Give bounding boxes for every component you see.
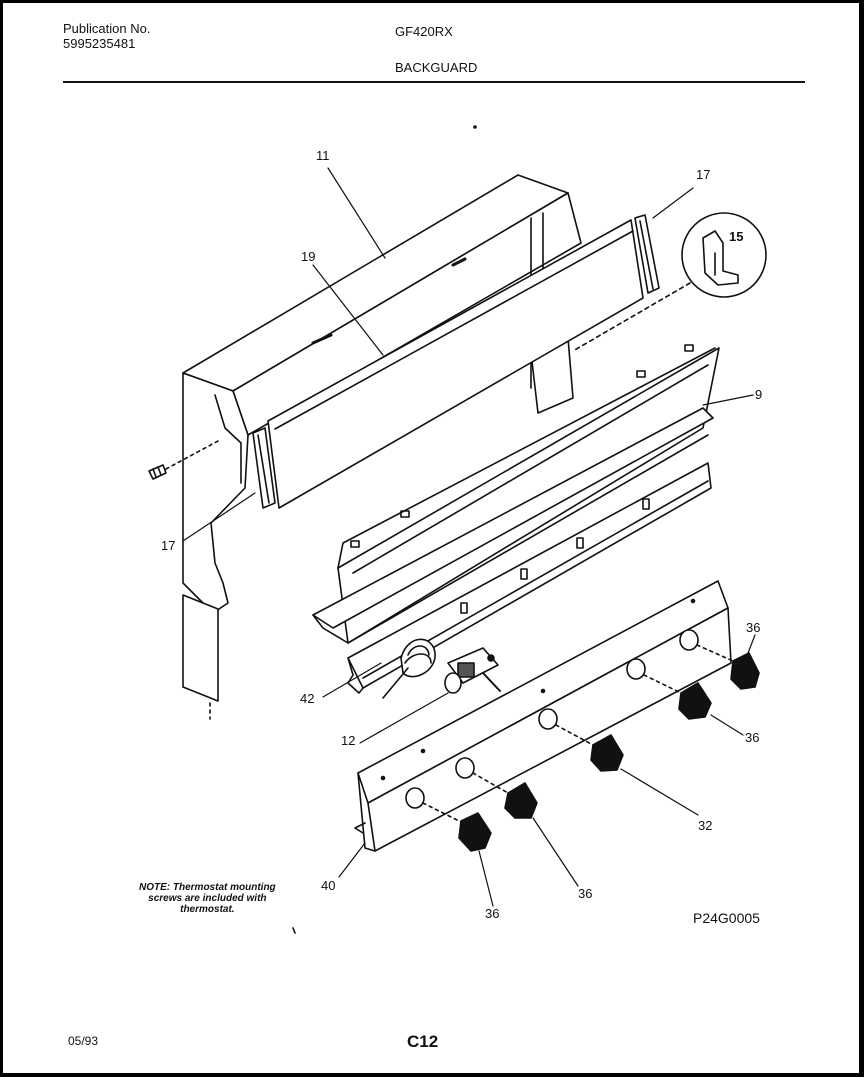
callout-17-left: 17 — [161, 538, 176, 553]
callout-42: 42 — [300, 691, 315, 706]
figure-code: P24G0005 — [693, 910, 760, 926]
knob-4 — [643, 674, 712, 720]
callout-36-a: 36 — [746, 620, 761, 635]
front-control-panel — [354, 580, 732, 852]
callout-40: 40 — [321, 878, 336, 893]
stray-mark — [292, 927, 296, 934]
callout-17-top: 17 — [696, 167, 711, 182]
clip-detail — [572, 212, 767, 352]
knob-3 — [555, 724, 624, 772]
knob-2 — [472, 772, 538, 819]
callout-11: 11 — [316, 148, 330, 163]
glass-panel — [252, 219, 644, 509]
revision-date: 05/93 — [68, 1034, 99, 1048]
stray-dot — [473, 125, 477, 129]
callout-32: 32 — [698, 818, 713, 833]
header-rule — [63, 81, 805, 83]
callout-15: 15 — [729, 229, 744, 244]
leader-lines — [182, 167, 756, 907]
knob-5 — [696, 644, 760, 690]
callout-19: 19 — [301, 249, 316, 264]
section-title: BACKGUARD — [395, 60, 478, 75]
publication-number: 5995235481 — [63, 36, 136, 51]
knob-1 — [422, 802, 492, 852]
control-panel — [312, 344, 720, 644]
thermostat — [382, 638, 501, 699]
backguard-exploded-diagram — [148, 125, 767, 934]
model-number: GF420RX — [395, 24, 453, 39]
callout-36-d: 36 — [485, 906, 500, 921]
parts-sheet: Publication No. 5995235481 GF420RX BACKG… — [3, 3, 859, 1073]
page-number: C12 — [407, 1032, 439, 1051]
callout-36-b: 36 — [745, 730, 760, 745]
trim-strip-right — [634, 214, 660, 294]
callout-9: 9 — [755, 387, 763, 402]
publication-label: Publication No. — [63, 21, 151, 36]
screw — [148, 440, 219, 480]
callout-36-c: 36 — [578, 886, 593, 901]
backguard-shell — [182, 174, 582, 720]
callout-12: 12 — [341, 733, 356, 748]
thermostat-note: NOTE: Thermostat mounting screws are inc… — [139, 882, 276, 915]
